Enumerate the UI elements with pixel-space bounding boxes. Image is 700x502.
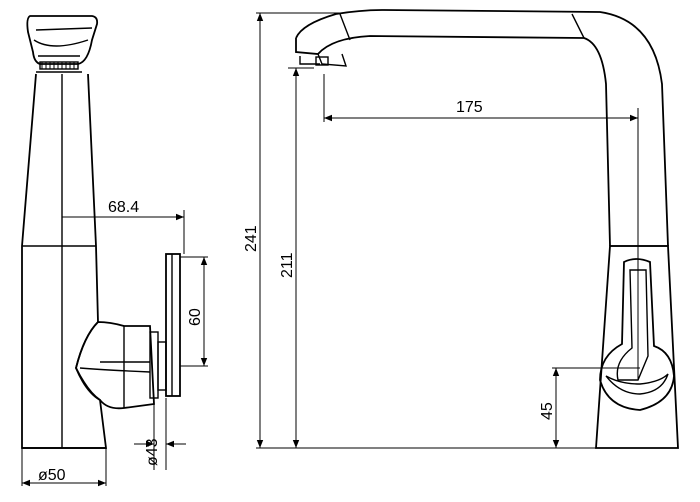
side-body — [21, 73, 108, 449]
front-body — [595, 245, 679, 449]
front-lever — [599, 258, 675, 411]
dim-lever-height: 60 — [187, 308, 204, 326]
dim-lever-diameter: ø43 — [144, 438, 161, 466]
dim-spout-height: 211 — [279, 252, 296, 278]
side-lever-hub — [75, 321, 155, 410]
dim-overall-height: 241 — [243, 225, 260, 252]
front-view: 241 211 175 45 — [243, 9, 679, 449]
dim-spout-reach: 175 — [456, 99, 483, 116]
front-spout — [295, 9, 669, 247]
side-lever-handle — [165, 253, 181, 397]
dim-lever-offset: 68.4 — [108, 199, 139, 216]
side-view: 68.4 60 ø43 ø50 — [21, 15, 208, 487]
side-aerator — [39, 61, 79, 70]
dim-lever-base-height: 45 — [539, 402, 556, 420]
dim-base-diameter: ø50 — [38, 467, 66, 484]
